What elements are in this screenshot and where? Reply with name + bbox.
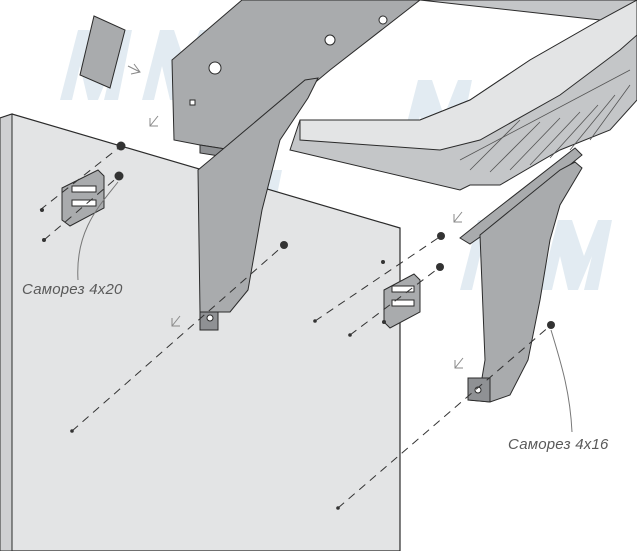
drawer-frame <box>171 0 637 245</box>
cover-plate <box>79 15 126 89</box>
screw-label-4x20: Саморез 4х20 <box>22 281 123 298</box>
right-clip <box>383 273 421 329</box>
callout-leaders <box>77 181 573 433</box>
right-bracket <box>467 161 583 403</box>
arrow-icon <box>127 63 464 369</box>
left-bracket <box>197 77 319 331</box>
left-clip <box>61 169 105 227</box>
screw-label-4x16: Саморез 4х16 <box>508 436 609 453</box>
assembly-lines <box>39 145 552 509</box>
